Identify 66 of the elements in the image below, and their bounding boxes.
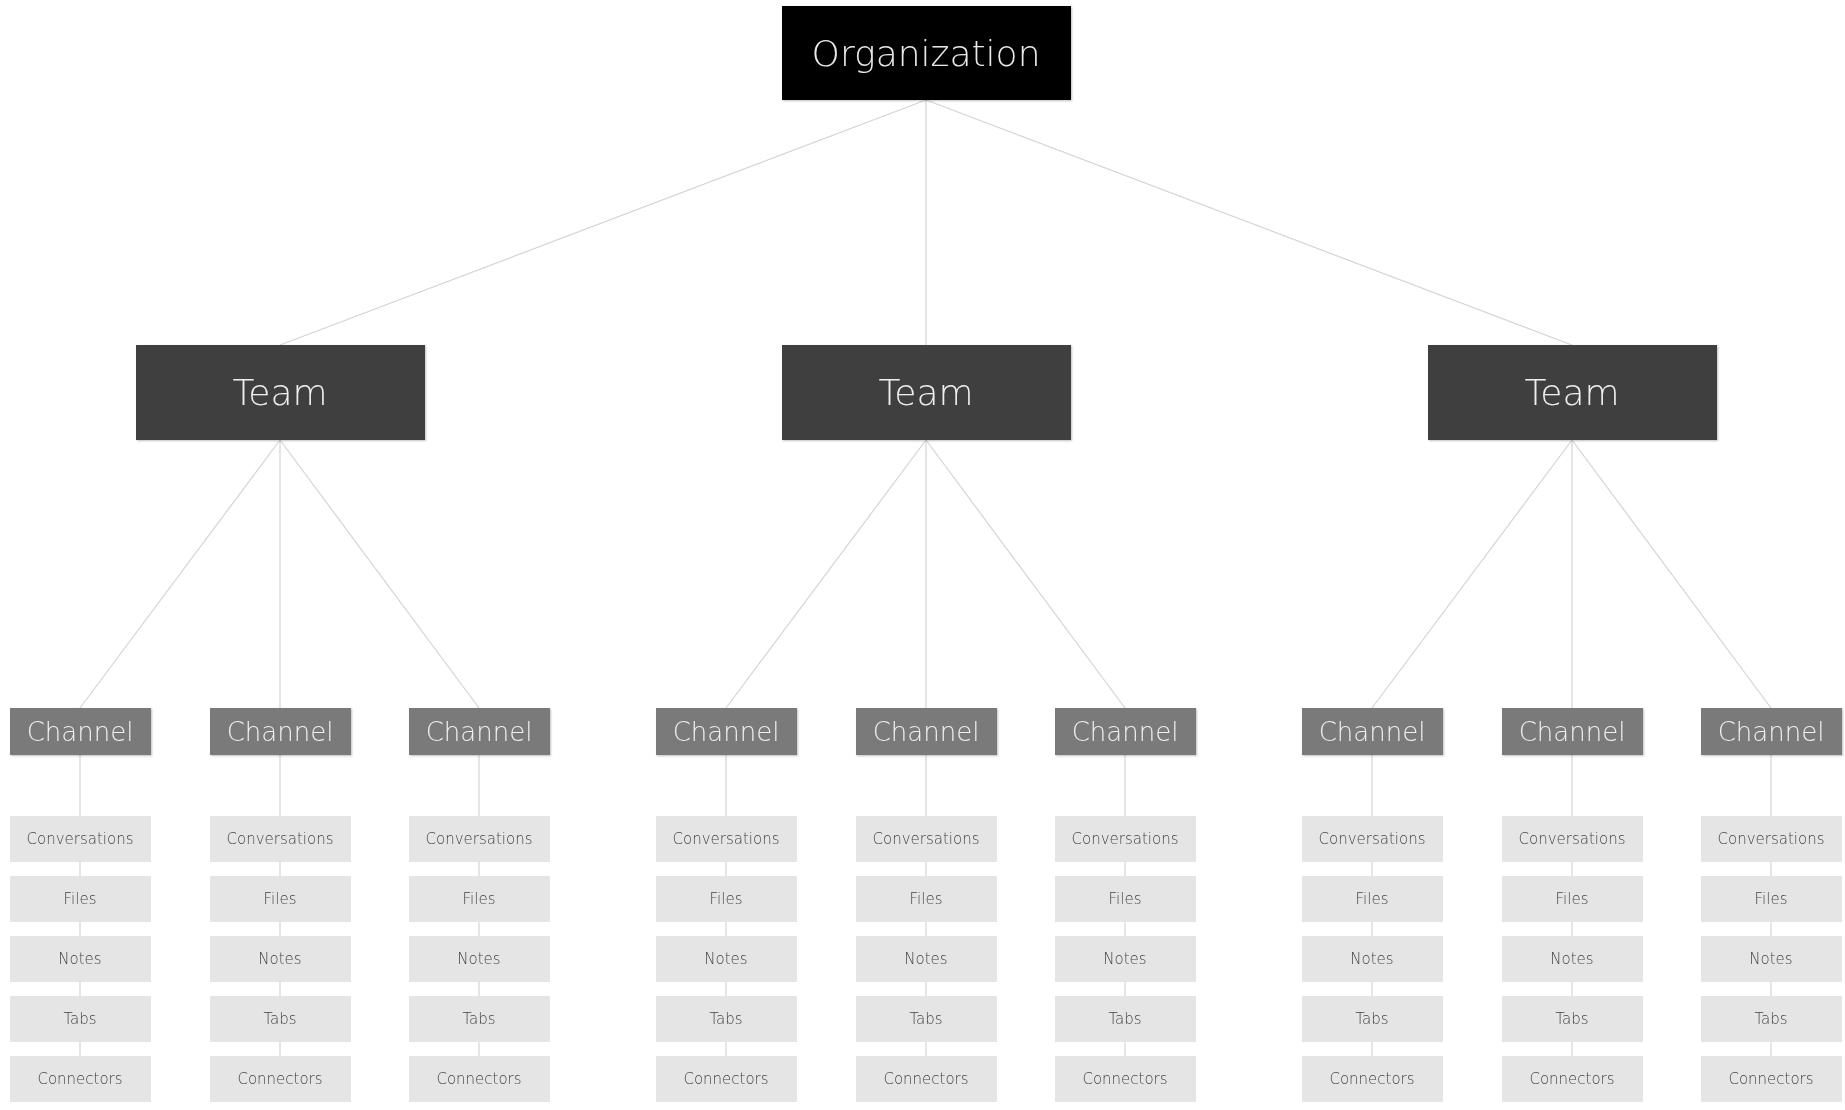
item-box: Tabs xyxy=(408,996,550,1042)
item-box: Tabs xyxy=(1301,996,1443,1042)
channel-box: Channel xyxy=(209,708,351,755)
item-box: Conversations xyxy=(408,816,550,862)
item-box: Conversations xyxy=(209,816,351,862)
channel-box: Channel xyxy=(855,708,997,755)
connector-line xyxy=(279,439,480,709)
team-box: Team xyxy=(1427,345,1717,440)
item-box: Notes xyxy=(655,936,797,982)
item-box: Tabs xyxy=(209,996,351,1042)
connector-line xyxy=(925,439,1126,709)
item-box: Connectors xyxy=(1700,1056,1842,1102)
item-box: Tabs xyxy=(855,996,997,1042)
item-box: Connectors xyxy=(1501,1056,1643,1102)
item-box: Notes xyxy=(209,936,351,982)
connector-line xyxy=(79,439,281,709)
item-box: Conversations xyxy=(855,816,997,862)
item-box: Tabs xyxy=(655,996,797,1042)
item-box: Connectors xyxy=(1054,1056,1196,1102)
item-box: Files xyxy=(1301,876,1443,922)
team-box: Team xyxy=(135,345,425,440)
item-box: Files xyxy=(209,876,351,922)
channel-box: Channel xyxy=(655,708,797,755)
item-box: Connectors xyxy=(1301,1056,1443,1102)
item-box: Connectors xyxy=(9,1056,151,1102)
item-box: Conversations xyxy=(655,816,797,862)
item-box: Connectors xyxy=(855,1056,997,1102)
item-box: Files xyxy=(1700,876,1842,922)
item-box: Notes xyxy=(1054,936,1196,982)
connector-line xyxy=(279,99,927,346)
item-box: Tabs xyxy=(1501,996,1643,1042)
item-box: Files xyxy=(655,876,797,922)
channel-box: Channel xyxy=(1501,708,1643,755)
item-box: Connectors xyxy=(209,1056,351,1102)
connector-line xyxy=(1371,439,1573,709)
item-box: Files xyxy=(1054,876,1196,922)
item-box: Conversations xyxy=(1054,816,1196,862)
item-box: Notes xyxy=(1501,936,1643,982)
item-box: Notes xyxy=(855,936,997,982)
channel-box: Channel xyxy=(408,708,550,755)
item-box: Notes xyxy=(1301,936,1443,982)
item-box: Files xyxy=(9,876,151,922)
item-box: Conversations xyxy=(1501,816,1643,862)
item-box: Notes xyxy=(9,936,151,982)
item-box: Conversations xyxy=(9,816,151,862)
team-box: Team xyxy=(781,345,1071,440)
channel-box: Channel xyxy=(9,708,151,755)
item-box: Conversations xyxy=(1700,816,1842,862)
item-box: Connectors xyxy=(408,1056,550,1102)
item-box: Files xyxy=(855,876,997,922)
item-box: Notes xyxy=(408,936,550,982)
item-box: Connectors xyxy=(655,1056,797,1102)
item-box: Files xyxy=(1501,876,1643,922)
item-box: Tabs xyxy=(9,996,151,1042)
item-box: Files xyxy=(408,876,550,922)
item-box: Conversations xyxy=(1301,816,1443,862)
connector-line xyxy=(725,439,927,709)
organization-box: Organization xyxy=(781,6,1071,100)
connector-line xyxy=(1571,439,1772,709)
item-box: Tabs xyxy=(1700,996,1842,1042)
channel-box: Channel xyxy=(1301,708,1443,755)
item-box: Tabs xyxy=(1054,996,1196,1042)
channel-box: Channel xyxy=(1054,708,1196,755)
channel-box: Channel xyxy=(1700,708,1842,755)
item-box: Notes xyxy=(1700,936,1842,982)
connector-line xyxy=(925,99,1573,346)
